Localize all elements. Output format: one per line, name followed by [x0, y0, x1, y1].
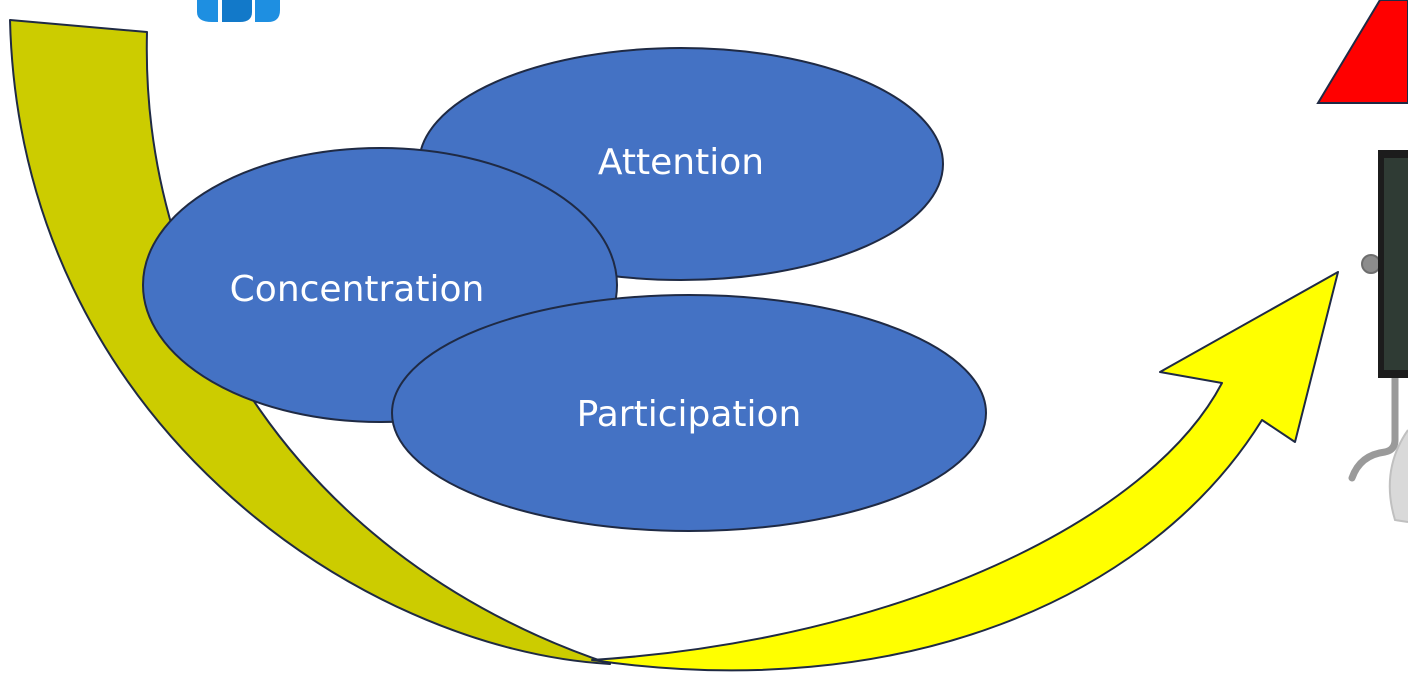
- warning-triangle-icon: [1316, 0, 1408, 104]
- curved-arrow-right: [591, 271, 1339, 672]
- chalkboard-icon: [1348, 150, 1408, 523]
- node-concentration-label: Concentration: [230, 269, 485, 310]
- node-attention-label: Attention: [598, 142, 764, 183]
- node-participation: Participation: [391, 294, 987, 532]
- node-participation-label: Participation: [577, 394, 802, 435]
- logo-icon: [197, 0, 280, 22]
